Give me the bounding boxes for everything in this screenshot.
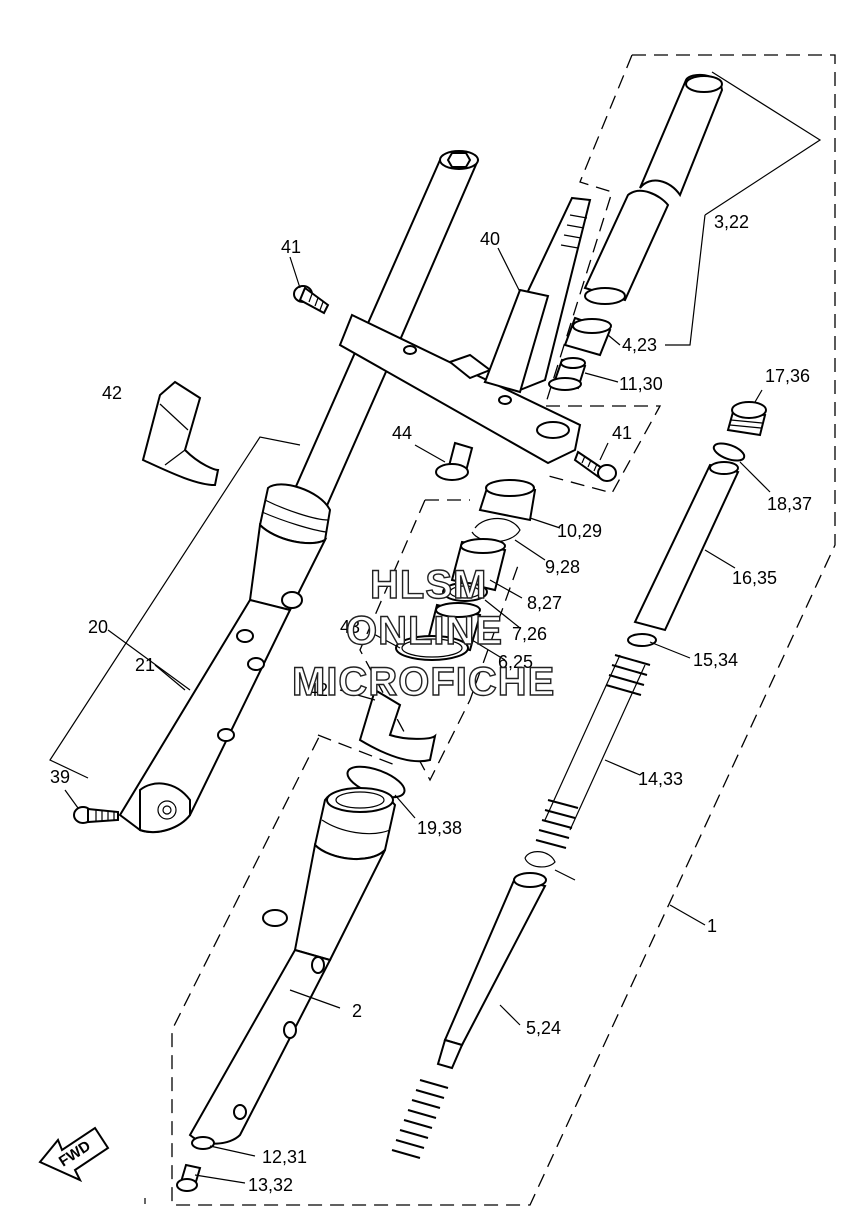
callout-3-22: 3,22 [714, 212, 749, 232]
callout-39: 39 [50, 767, 70, 787]
watermark: HLSM ONLINE MICROFICHE [291, 562, 555, 704]
callout-43: 43 [340, 617, 360, 637]
left-fork-leg [118, 150, 480, 834]
callout-15-34: 15,34 [693, 650, 738, 670]
callout-13-32: 13,32 [248, 1175, 293, 1195]
circlip-9 [471, 517, 521, 543]
callout-6-25: 6,25 [498, 652, 533, 672]
callout-4-23: 4,23 [622, 335, 657, 355]
outer-tube-outline [317, 734, 396, 766]
bolt-13 [176, 1163, 202, 1192]
upper-tube-outline [544, 54, 662, 494]
callout-1: 1 [707, 916, 717, 936]
leader-lines [49, 71, 822, 1184]
upper-bracket [338, 313, 582, 465]
callout-7-26: 7,26 [512, 624, 547, 644]
bolt-41-left [293, 285, 330, 315]
oring-18 [712, 442, 746, 462]
outer-tube-2 [188, 787, 397, 1145]
callout-11-30: 11,30 [619, 374, 663, 394]
bolt-41-right [573, 450, 617, 482]
watermark-line-2: ONLINE [346, 609, 503, 653]
callout-10-29: 10,29 [557, 521, 602, 541]
callout-labels: 1 2 3,22 4,23 5,24 6,25 7,26 8,27 9,28 1… [50, 212, 812, 1195]
watermark-line-1: HLSM [370, 563, 487, 607]
callout-44: 44 [392, 423, 412, 443]
callout-41-top: 41 [281, 237, 301, 257]
oring-43 [395, 635, 469, 661]
callout-19-38: 19,38 [417, 818, 462, 838]
bushing-4 [563, 316, 612, 357]
steering-shaft [483, 196, 592, 394]
bolt-39 [73, 806, 119, 824]
cap-bolt-17 [726, 401, 767, 437]
inner-tube-3 [583, 73, 724, 305]
callout-41-right: 41 [612, 423, 632, 443]
cover-42-bottom [358, 688, 437, 763]
callout-42-top: 42 [102, 383, 122, 403]
rebound-spring [391, 1079, 449, 1159]
cover-42-top [141, 380, 220, 487]
spacer-16 [633, 461, 740, 632]
washer-12 [191, 1136, 215, 1150]
piston-ring-5 [524, 851, 556, 868]
washer-15 [627, 633, 657, 647]
callout-2: 2 [352, 1001, 362, 1021]
callout-5-24: 5,24 [526, 1018, 561, 1038]
collar-44 [435, 441, 474, 481]
callout-9-28: 9,28 [545, 557, 580, 577]
fork-spring-14 [535, 654, 651, 849]
fwd-arrow-icon: FWD [38, 1126, 110, 1183]
callout-21: 21 [135, 655, 155, 675]
callout-17-36: 17,36 [765, 366, 810, 386]
callout-12-31: 12,31 [262, 1147, 307, 1167]
damper-rod-5 [436, 872, 547, 1070]
callout-18-37: 18,37 [767, 494, 812, 514]
fork-assembly-outline [171, 54, 836, 1206]
callout-16-35: 16,35 [732, 568, 777, 588]
bushing-11 [548, 357, 587, 391]
callout-20: 20 [88, 617, 108, 637]
washer-7 [442, 582, 488, 602]
bushing-8 [450, 538, 507, 592]
callout-40: 40 [480, 229, 500, 249]
callout-8-27: 8,27 [527, 593, 562, 613]
bearing-group-outline [359, 499, 521, 782]
callout-42-bottom: 42 [308, 680, 328, 700]
bearing-10 [478, 479, 537, 522]
watermark-line-3: MICROFICHE [292, 660, 555, 704]
callout-14-33: 14,33 [638, 769, 683, 789]
